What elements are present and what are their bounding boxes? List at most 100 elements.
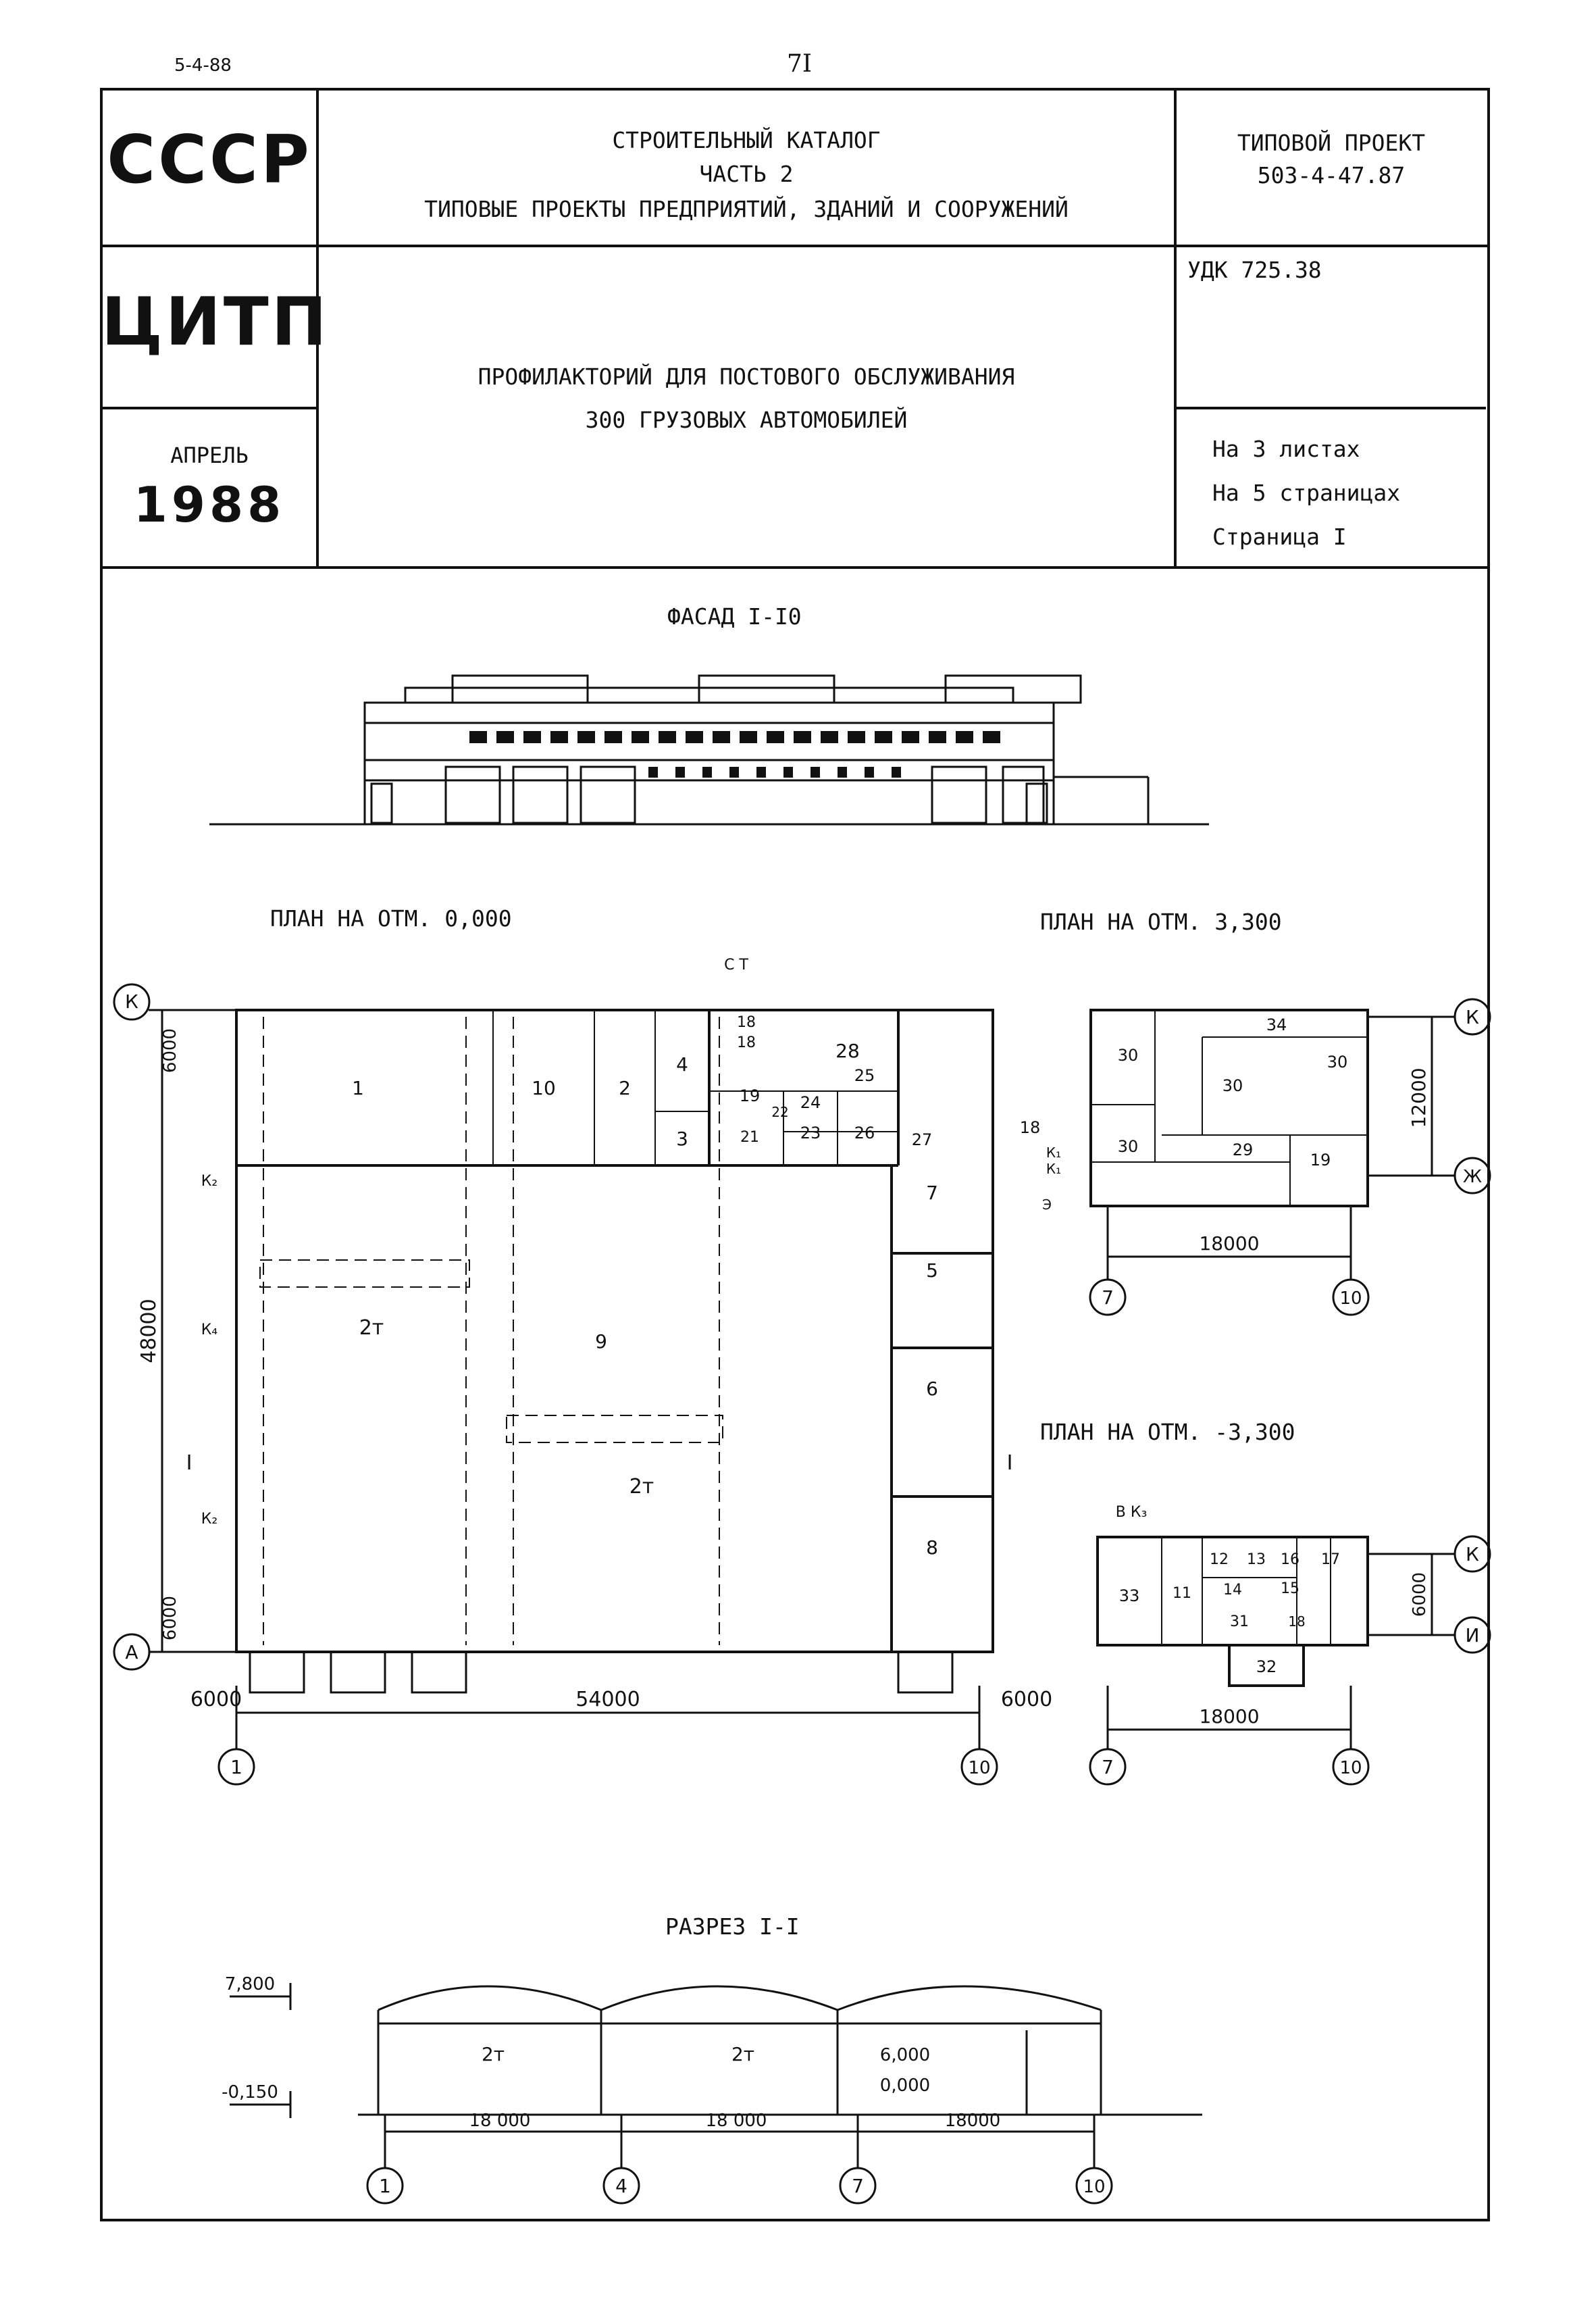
room-23: 23: [800, 1124, 821, 1142]
page-frame: [100, 88, 1490, 2221]
plan2-room-11: 11: [1173, 1585, 1191, 1602]
section-dim-1: 18 000: [469, 2111, 531, 2131]
plan0-axis-a: А: [125, 1641, 138, 1663]
plan2-room-31: 31: [1230, 1613, 1249, 1630]
plan0-dim-height: 48000: [137, 1299, 161, 1363]
catalog-line2: ЧАСТЬ 2: [699, 161, 794, 187]
plan2-room-17: 17: [1321, 1551, 1340, 1568]
room-21: 21: [740, 1129, 759, 1146]
plan0-marks-ct: С Т: [724, 957, 748, 974]
entry-k2-bottom: К₂: [201, 1511, 217, 1528]
plan0-dim-width: 54000: [575, 1688, 640, 1711]
plan2-room-18: 18: [1288, 1613, 1305, 1630]
plan2-axis-k: К: [1466, 1543, 1479, 1565]
header-col3-rule: [1174, 88, 1177, 568]
room-9: 9: [595, 1330, 607, 1353]
plan2-dim-height: 6000: [1410, 1572, 1430, 1617]
page-index: Страница I: [1212, 524, 1347, 550]
plan2-drawing: К И 7 10 18000 6000 В К₃ 33 11 12 13 16 …: [1089, 1504, 1491, 1786]
plan2-room-14: 14: [1223, 1582, 1242, 1599]
room-8: 8: [926, 1536, 938, 1559]
plan1-axis-7: 7: [1102, 1286, 1114, 1309]
plan1-room-30d: 30: [1118, 1137, 1139, 1156]
plan2-room-15: 15: [1281, 1580, 1299, 1597]
plan0-axis-k: К: [125, 990, 138, 1013]
plan2-room-12: 12: [1210, 1551, 1229, 1568]
plan0-section-mark-right: I: [1007, 1451, 1013, 1475]
header-right-split: [1175, 407, 1486, 409]
udk-label: УДК 725.38: [1187, 257, 1322, 283]
catalog-line3: ТИПОВЫЕ ПРОЕКТЫ ПРЕДПРИЯТИЙ, ЗДАНИЙ И СО…: [424, 196, 1069, 222]
section-axis-7: 7: [852, 2175, 864, 2197]
doc-title-line1: ПРОФИЛАКТОРИЙ ДЛЯ ПОСТОВОГО ОБСЛУЖИВАНИЯ: [478, 363, 1015, 390]
project-label: ТИПОВОЙ ПРОЕКТ: [1237, 130, 1426, 156]
section-drawing: 7,800 -0,150 6,000 0,000 2т 2т 18 000 18…: [222, 1974, 1202, 2205]
section-dim-3: 18000: [945, 2111, 1001, 2131]
room-24: 24: [800, 1093, 821, 1112]
plan2-axis-7: 7: [1102, 1756, 1114, 1778]
plan2-axis-10: 10: [1339, 1758, 1362, 1778]
header-bottom-rule: [100, 566, 1487, 569]
room-18c: 18: [1020, 1118, 1041, 1137]
plan0-crane-left: 2т: [359, 1316, 384, 1340]
plan1-room-29: 29: [1233, 1140, 1254, 1159]
header-left-split: [100, 407, 317, 409]
section-elev-bottom: -0,150: [222, 2082, 278, 2103]
page-code: 5-4-88: [174, 55, 232, 76]
entry-k1-a: К₁: [1046, 1145, 1061, 1161]
plan2-marks: В К₃: [1116, 1504, 1148, 1521]
section-axis-4: 4: [615, 2175, 627, 2197]
plan1-axis-10: 10: [1339, 1288, 1362, 1309]
plan0-section-mark-left: I: [186, 1451, 192, 1475]
project-number: 503-4-47.87: [1257, 162, 1406, 188]
room-6: 6: [926, 1378, 938, 1400]
entry-k1-b: К₁: [1046, 1161, 1061, 1177]
page-number: 7I: [787, 50, 813, 78]
year-label: 1988: [133, 476, 286, 533]
entry-k4: К₄: [201, 1322, 218, 1338]
plan1-title: ПЛАН НА ОТМ. 3,300: [1040, 909, 1282, 935]
plan0-title: ПЛАН НА ОТМ. 0,000: [270, 905, 512, 932]
plan0-dim-bottom: 6000: [160, 1596, 180, 1640]
room-3: 3: [676, 1128, 688, 1150]
plan2-axis-i: И: [1466, 1624, 1480, 1646]
plan1-room-34: 34: [1266, 1015, 1287, 1034]
section-axis-1: 1: [379, 2175, 391, 2197]
catalog-line1: СТРОИТЕЛЬНЫЙ КАТАЛОГ: [612, 127, 881, 153]
plan0-dim-right: 6000: [1001, 1688, 1052, 1711]
room-10: 10: [532, 1077, 556, 1099]
plan1-room-30c: 30: [1222, 1076, 1243, 1095]
entry-k2-top: К₂: [201, 1173, 217, 1190]
country-label: СССР: [107, 122, 312, 199]
section-elev-600: 6,000: [880, 2045, 930, 2065]
room-26: 26: [854, 1124, 875, 1142]
month-label: АПРЕЛЬ: [170, 443, 249, 468]
room-18b: 18: [737, 1034, 756, 1051]
facade-title: ФАСАД I-I0: [667, 603, 802, 630]
plan0-crane-mid: 2т: [629, 1475, 654, 1499]
plan1-room-30b: 30: [1327, 1053, 1348, 1072]
section-elev-000: 0,000: [880, 2076, 930, 2096]
plan2-dim-width: 18000: [1199, 1705, 1259, 1728]
sheets-count: На 3 листах: [1212, 436, 1360, 462]
plan0-dim-left: 6000: [190, 1688, 242, 1711]
header-row1-rule: [100, 245, 1487, 247]
section-dim-2: 18 000: [706, 2111, 767, 2131]
plan0-drawing: К А 1 10 54000 6000 6000 48000 6000 6000…: [113, 957, 1061, 1786]
plan2-title: ПЛАН НА ОТМ. -3,300: [1040, 1419, 1295, 1445]
room-22: 22: [771, 1104, 788, 1120]
header-col1-rule: [316, 88, 319, 568]
pages-count: На 5 страницах: [1212, 480, 1401, 506]
plan1-dim-width: 18000: [1199, 1232, 1259, 1255]
room-19: 19: [740, 1086, 761, 1105]
plan2-room-33: 33: [1119, 1586, 1140, 1605]
room-1: 1: [352, 1077, 364, 1099]
room-25: 25: [854, 1066, 875, 1085]
room-18a: 18: [737, 1014, 756, 1031]
plan2-room-13: 13: [1247, 1551, 1266, 1568]
room-2: 2: [619, 1077, 631, 1099]
section-crane1: 2т: [482, 2043, 505, 2065]
doc-title-line2: 300 ГРУЗОВЫХ АВТОМОБИЛЕЙ: [585, 407, 908, 433]
room-27: 27: [912, 1130, 933, 1149]
plan0-dim-top: 6000: [160, 1028, 180, 1073]
